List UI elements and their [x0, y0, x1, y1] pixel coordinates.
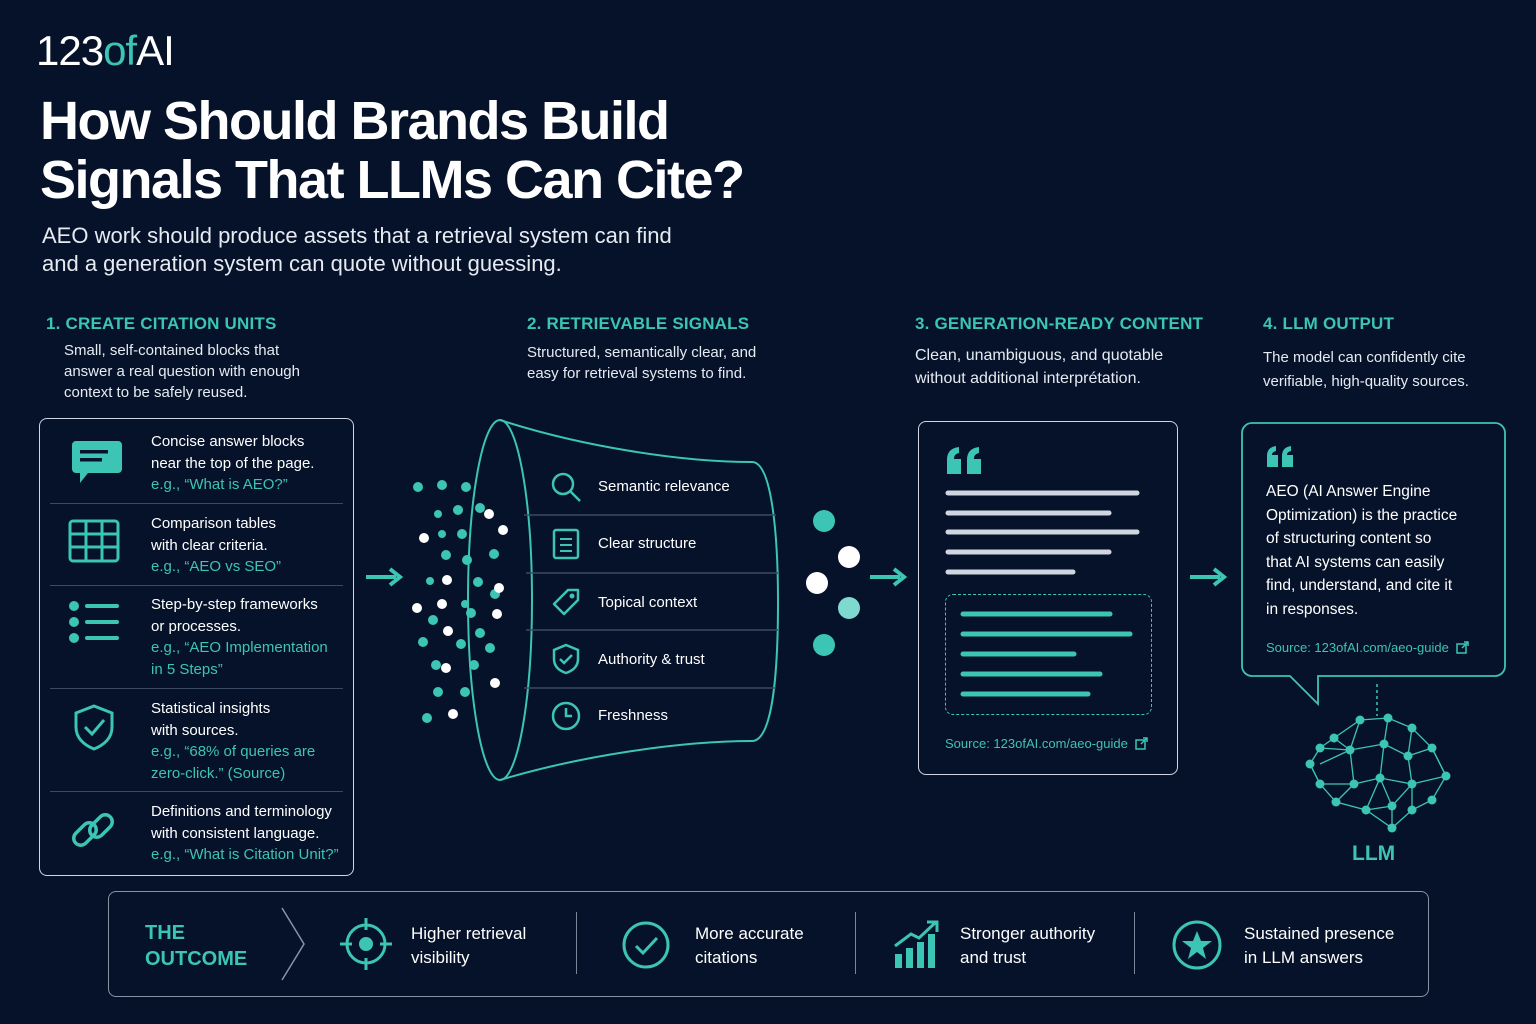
quote-icon	[945, 446, 985, 476]
arrow-right-icon	[364, 566, 406, 588]
outcome-bar	[108, 891, 1429, 997]
source-link[interactable]: Source: 123ofAI.com/aeo-guide	[945, 736, 1149, 751]
star-circle-icon	[1170, 918, 1224, 972]
external-link-icon	[1135, 737, 1149, 750]
signal-semantic-relevance: Semantic relevance	[598, 478, 730, 495]
search-icon	[550, 471, 582, 503]
citation-unit-2: Comparison tables with clear criteria. e…	[151, 515, 282, 575]
quote-icon	[1266, 446, 1296, 468]
text-lines	[945, 490, 1141, 578]
arrow-right-icon	[1188, 566, 1230, 588]
external-link-icon	[1456, 641, 1470, 654]
chat-bubble-icon	[68, 437, 124, 487]
signal-freshness: Freshness	[598, 707, 669, 724]
document-icon	[552, 528, 580, 560]
step-3-header: 3. GENERATION-READY CONTENT Clean, unamb…	[915, 314, 1204, 387]
signal-authority-trust: Authority & trust	[598, 651, 705, 668]
step-1-header: 1. CREATE CITATION UNITS Small, self-con…	[46, 314, 300, 401]
highlighted-quote-block	[945, 594, 1152, 715]
citation-unit-5: Definitions and terminology with consist…	[151, 803, 339, 863]
divider	[576, 912, 577, 974]
llm-label: LLM	[1352, 842, 1396, 865]
brain-network-icon	[1300, 684, 1456, 840]
shield-check-icon	[551, 643, 581, 675]
divider	[50, 585, 343, 586]
generation-ready-card: Source: 123ofAI.com/aeo-guide	[918, 421, 1178, 775]
brand-logo: 123ofAI	[36, 27, 175, 74]
step-4-header: 4. LLM OUTPUT The model can confidently …	[1263, 314, 1469, 390]
step-2-header: 2. RETRIEVABLE SIGNALS Structured, seman…	[527, 314, 757, 382]
page-subtitle: AEO work should produce assets that a re…	[42, 223, 672, 276]
citation-units-card: Concise answer blocks near the top of th…	[39, 418, 354, 876]
divider	[1134, 912, 1135, 974]
citation-unit-4: Statistical insights with sources. e.g.,…	[151, 700, 316, 782]
divider	[50, 503, 343, 504]
llm-answer-text: AEO (AI Answer Engine Optimization) is t…	[1266, 483, 1458, 618]
citation-unit-1: Concise answer blocks near the top of th…	[151, 433, 315, 493]
target-icon	[338, 916, 394, 972]
tag-icon	[550, 586, 582, 618]
llm-output-bubble	[1240, 421, 1508, 711]
signal-clear-structure: Clear structure	[598, 535, 697, 552]
list-icon	[68, 599, 122, 645]
particle-dots	[405, 472, 515, 732]
signal-topical-context: Topical context	[598, 594, 698, 611]
growth-chart-icon	[893, 918, 941, 970]
check-circle-icon	[620, 919, 672, 971]
chevron-right-icon	[280, 906, 306, 982]
shield-check-icon	[72, 703, 116, 751]
source-link[interactable]: Source: 123ofAI.com/aeo-guide	[1266, 640, 1470, 655]
table-grid-icon	[68, 519, 122, 565]
citation-unit-3: Step-by-step frameworks or processes. e.…	[151, 596, 328, 678]
output-dots	[800, 506, 870, 662]
link-icon	[68, 805, 118, 855]
retrieval-funnel	[460, 416, 780, 786]
clock-icon	[550, 700, 582, 732]
divider	[855, 912, 856, 974]
divider	[50, 688, 343, 689]
divider	[50, 791, 343, 792]
arrow-right-icon	[868, 566, 910, 588]
outcome-label: THE OUTCOME	[145, 922, 248, 970]
page-title: How Should Brands Build Signals That LLM…	[40, 91, 745, 210]
